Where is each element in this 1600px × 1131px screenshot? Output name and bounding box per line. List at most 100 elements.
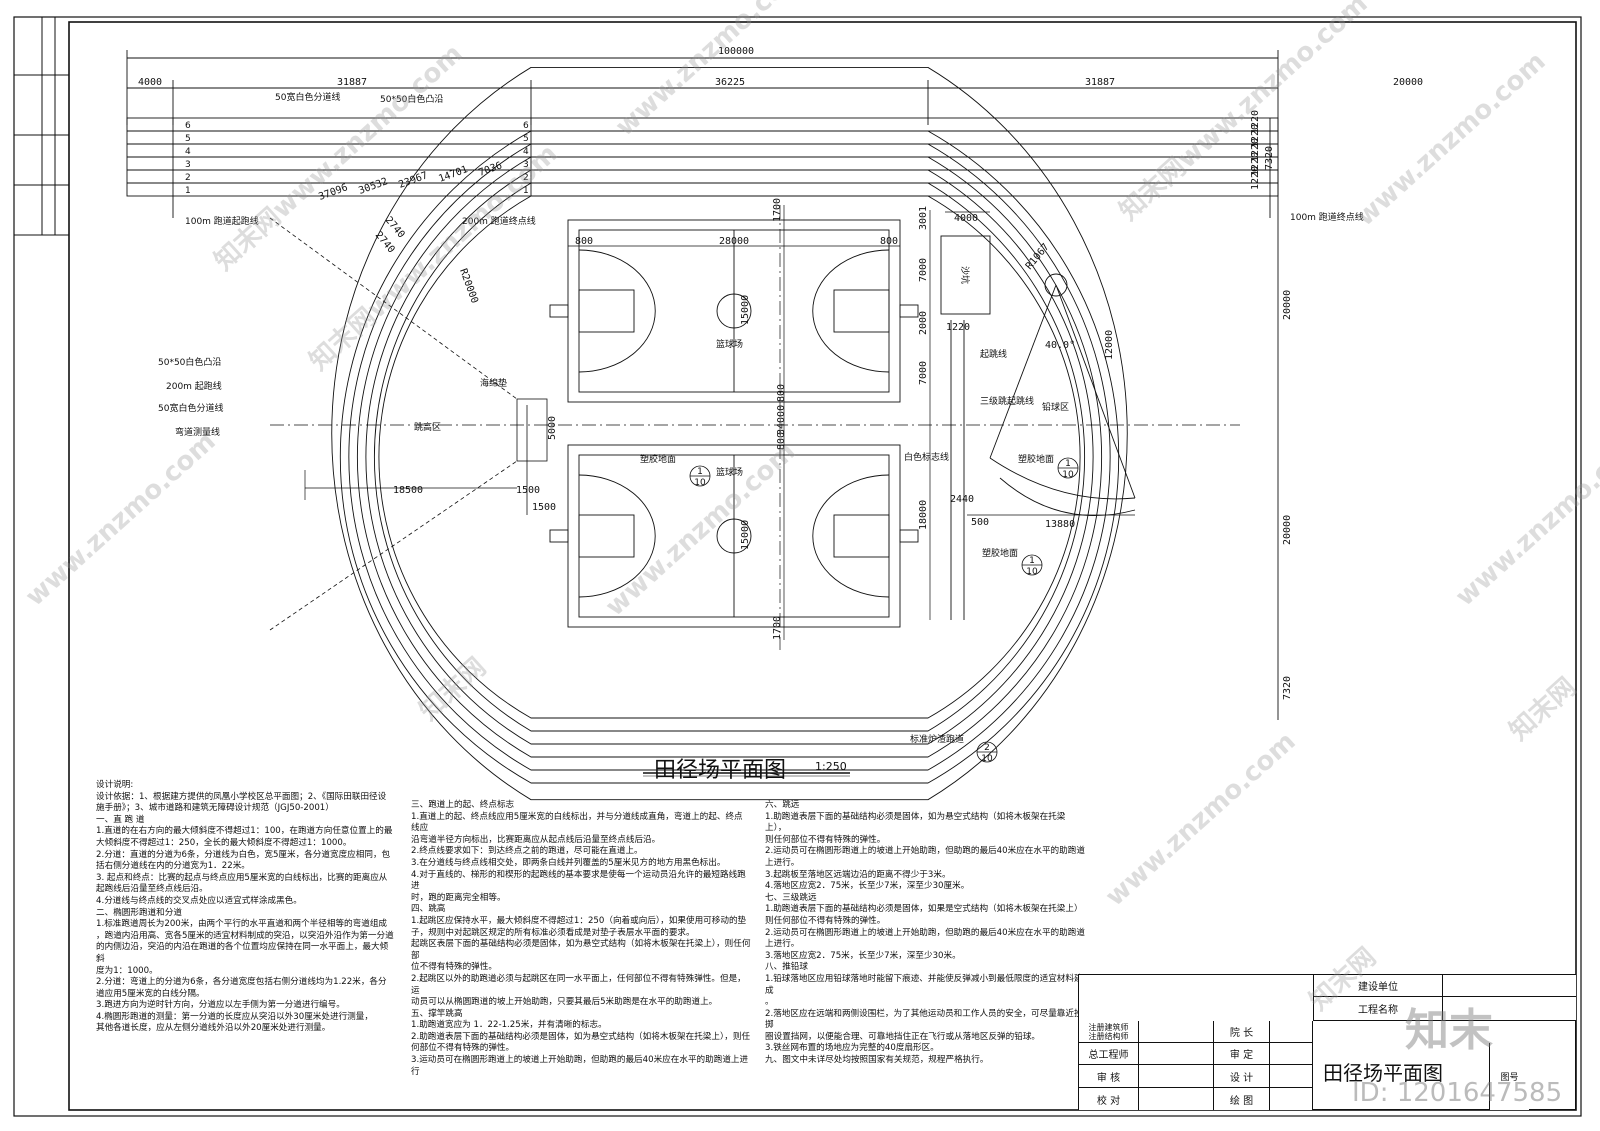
ref-number-bottom: 10 [1062,470,1074,480]
dim-34000: 34000 [776,405,787,435]
basketball-court-bottom [549,444,919,628]
tb-check: 校 对 [1079,1088,1139,1110]
basketball-court-top [549,219,919,403]
label-sand-pit: 沙坑 [959,266,971,284]
high-jump-area [269,217,548,631]
label-triple-jump: 三级跳起跳线 [980,395,1034,407]
binding-strip [14,17,69,236]
shot-put-area [940,235,1136,620]
ref-number-bottom: 10 [1026,567,1038,577]
ref-number-bottom: 10 [694,478,706,488]
label-sponge-mat: 海绵垫 [480,377,507,389]
label-takeoff-line: 起跳线 [980,348,1007,360]
top-dimensions [126,50,1279,125]
ref-number-top: 2 [984,743,990,753]
tb-project-name-label: 工程名称 [1313,997,1443,1021]
tb-approve: 审 定 [1214,1043,1270,1065]
ref-number-top: 1 [697,467,703,477]
tb-build-unit-label: 建设单位 [1313,975,1443,997]
dim-4000: 4000 [138,77,162,88]
dim-right-20000-b: 20000 [1282,515,1293,545]
tb-sheet-title: 田径场平面图 [1323,1061,1443,1085]
dim-court-800-a: 800 [575,236,593,247]
label-lane-line-2: 50宽白色分道线 [158,402,223,414]
tb-chief-eng: 总工程师 [1079,1043,1139,1065]
lane-number-mid: 4 [523,147,529,157]
lane-number-left: 4 [185,147,191,157]
label-100m-finish: 100m 跑道终点线 [1290,211,1364,223]
dim-31887-right: 31887 [1085,77,1115,88]
label-200m-start: 200m 起跑线 [166,380,222,392]
label-shot-area: 铅球区 [1042,401,1069,413]
design-notes-col1: 设计说明: 设计依据：1、根据建方提供的凤凰小学校区总平面图；2、《国际田联田径… [96,780,394,1034]
plan-title: 田径场平面图 [654,758,787,783]
dim-stagger: 30532 [357,176,389,197]
dim-court-1700-a: 1700 [772,198,783,222]
tb-project-name-value [1443,997,1576,1021]
tb-blank-3 [1139,1043,1214,1065]
dim-shot-18000: 18000 [918,500,929,530]
lane-number-left: 1 [185,186,191,196]
tb-review: 审 核 [1079,1065,1139,1088]
dim-court-15000-b: 15000 [740,520,751,550]
dim-shot-500: 500 [971,517,989,528]
lane-number-mid: 1 [523,186,529,196]
brand-logo: 知末 [1405,1005,1493,1056]
label-200m-finish: 200m 跑道终点线 [462,215,536,227]
lane-number-mid: 3 [523,160,529,170]
dim-right-20000-a: 20000 [1282,290,1293,320]
dim-court-800-b: 800 [880,236,898,247]
tb-blank-4 [1270,1043,1313,1065]
tb-blank-7 [1139,1088,1214,1110]
dim-right-7320: 7320 [1282,676,1293,700]
dim-shot-13880: 13880 [1045,519,1075,530]
tb-reg-arch: 注册建筑师 注册结构师 [1079,1021,1139,1043]
dim-lane-width: 1220 [1250,166,1261,190]
tb-drawing-no: 图号 [1489,1043,1529,1110]
dim-shot-12000: 12000 [1104,330,1115,360]
dim-court-15000-a: 15000 [740,295,751,325]
infield-dimensions [304,205,1135,640]
dim-r-1067: R1067 [1024,242,1052,272]
dim-court-28000: 28000 [719,236,749,247]
dim-shot-4000: 4000 [954,213,978,224]
tb-dean: 院 长 [1214,1021,1270,1043]
design-notes-col3: 六、跳远 1.助跑道表层下面的基础结构必须是固体，如为悬空式结构（如将木板架在托… [765,800,1085,1066]
label-plastic-a: 塑胶地面 [640,453,676,465]
lane-number-left: 3 [185,160,191,170]
dim-36225: 36225 [715,77,745,88]
tb-blank-6 [1270,1065,1313,1088]
dim-31887-left: 31887 [337,77,367,88]
dim-shot-2440: 2440 [950,494,974,505]
dim-pit-1500-a: 1500 [516,485,540,496]
label-curve-measure: 弯道测量线 [175,426,220,438]
detail-ref-markers [689,457,1079,763]
ref-number-top: 1 [1065,459,1071,469]
dim-shot-7000-b: 7000 [918,361,929,385]
tb-blank-8 [1270,1088,1313,1110]
dim-court-1700-b: 1700 [772,616,783,640]
ref-number-bottom: 10 [981,754,993,764]
tb-blank-5 [1139,1065,1214,1088]
dim-lane-width: 1220 [1250,110,1261,134]
tb-design: 设 计 [1214,1065,1270,1088]
dim-total: 100000 [718,46,754,57]
dim-shot-7000-a: 7000 [918,258,929,282]
dim-court-800-d: 800 [776,432,787,450]
dim-court-800-c: 800 [776,384,787,402]
label-court-bottom: 篮球场 [716,466,743,478]
tb-draw: 绘 图 [1214,1088,1270,1110]
plan-scale: 1:250 [815,760,847,773]
dim-lane-width: 1220 [1250,124,1261,148]
label-plastic-c: 塑胶地面 [982,547,1018,559]
label-standard-track: 标准炉渣跑道 [910,733,964,745]
lane-number-mid: 6 [523,121,529,131]
label-curb-2: 50*50白色凸沿 [158,356,221,368]
label-white-line: 白色标志线 [904,451,949,463]
dim-7320: 7320 [1264,146,1275,170]
label-100m-start: 100m 跑道起跑线 [185,215,259,227]
dim-stagger: 23967 [397,170,429,191]
label-high-jump-zone: 跳高区 [414,421,441,433]
dim-lane-width: 1220 [1250,138,1261,162]
